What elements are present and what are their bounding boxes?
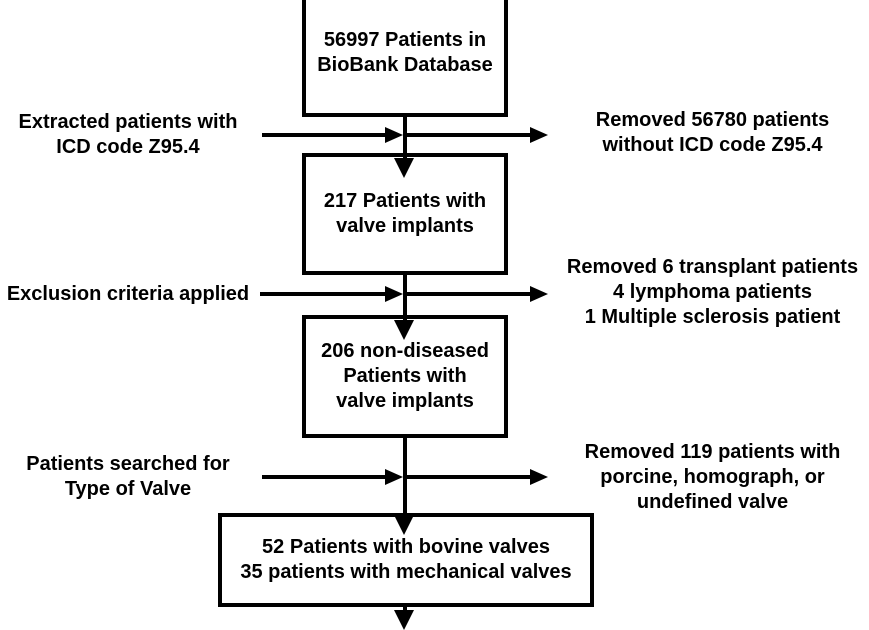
- side-arrow-3-right-line: [405, 475, 532, 479]
- flow-box-valve-206-text: 206 non-diseased Patients with valve imp…: [321, 339, 489, 414]
- down-arrow-line-1: [403, 117, 407, 160]
- flow-box-biobank: 56997 Patients in BioBank Database: [302, 0, 508, 117]
- label-removed-119: Removed 119 patients with porcine, homog…: [556, 440, 869, 515]
- label-line: undefined valve: [636, 491, 789, 513]
- down-arrow-head-icon: [394, 515, 414, 535]
- flow-box-valve-217-text: 217 Patients with valve implants: [324, 189, 486, 239]
- right-arrow-head-icon: [530, 286, 548, 302]
- label-extracted-patients: Extracted patients with ICD code Z95.4: [0, 110, 256, 160]
- label-line: 1 Multiple sclerosis patient: [584, 306, 841, 328]
- box-line: 56997 Patients in: [323, 28, 487, 51]
- box-line: 52 Patients with bovine valves: [262, 536, 550, 558]
- box-line: 217 Patients with: [323, 190, 487, 212]
- label-line: without ICD code Z95.4: [602, 134, 823, 156]
- flow-box-final-text: 52 Patients with bovine valves 35 patien…: [240, 535, 571, 585]
- label-removed-exclusions: Removed 6 transplant patients 4 lymphoma…: [556, 255, 869, 330]
- right-arrow-head-icon: [385, 127, 403, 143]
- down-arrow-head-icon: [394, 320, 414, 340]
- box-line: BioBank Database: [317, 53, 493, 76]
- label-line: ICD code Z95.4: [56, 136, 200, 158]
- label-patients-searched: Patients searched for Type of Valve: [0, 452, 256, 502]
- label-line: 4 lymphoma patients: [613, 281, 812, 303]
- label-line: Extracted patients with: [18, 111, 238, 133]
- box-line: 35 patients with mechanical valves: [240, 561, 572, 583]
- label-line: Removed 56780 patients: [595, 109, 830, 131]
- box-line: Patients with: [343, 365, 467, 387]
- label-line: Type of Valve: [64, 478, 192, 500]
- label-line: Patients searched for: [26, 453, 230, 475]
- right-arrow-head-icon: [385, 286, 403, 302]
- label-exclusion-criteria: Exclusion criteria applied: [0, 282, 256, 307]
- box-line: valve implants: [336, 390, 474, 412]
- down-arrow-line-2: [403, 275, 407, 322]
- side-arrow-3-left-line: [262, 475, 387, 479]
- right-arrow-head-icon: [385, 469, 403, 485]
- side-arrow-1-left-line: [262, 133, 387, 137]
- down-arrow-head-icon: [394, 158, 414, 178]
- side-arrow-2-right-line: [405, 292, 532, 296]
- side-arrow-1-right-line: [405, 133, 532, 137]
- right-arrow-head-icon: [530, 127, 548, 143]
- box-line: valve implants: [336, 215, 474, 237]
- flow-box-biobank-text: 56997 Patients in BioBank Database: [317, 28, 493, 78]
- label-line: Exclusion criteria applied: [6, 283, 250, 305]
- side-arrow-2-left-line: [260, 292, 387, 296]
- down-arrow-head-icon: [394, 610, 414, 630]
- box-line: 206 non-diseased: [321, 340, 489, 362]
- label-removed-56780: Removed 56780 patients without ICD code …: [556, 108, 869, 158]
- label-line: Removed 119 patients with: [584, 441, 841, 463]
- label-line: porcine, homograph, or: [600, 466, 825, 488]
- right-arrow-head-icon: [530, 469, 548, 485]
- label-line: Removed 6 transplant patients: [566, 256, 859, 278]
